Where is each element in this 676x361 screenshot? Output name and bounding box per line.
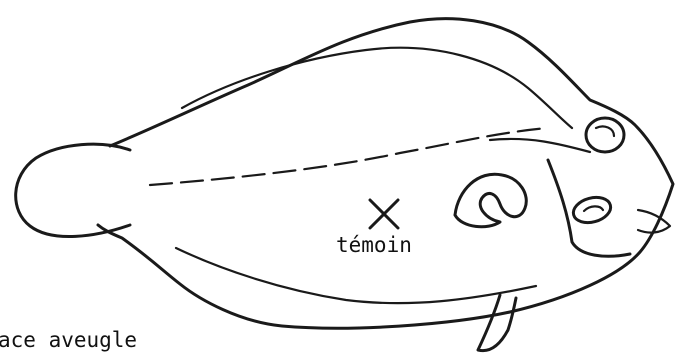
side-label: ace aveugle xyxy=(0,330,137,351)
upper-eye xyxy=(586,118,624,152)
lateral-line xyxy=(150,128,548,185)
fish-body-outline xyxy=(98,19,673,329)
tail-fin xyxy=(16,144,130,236)
head-dorsal-line xyxy=(490,139,590,152)
pectoral-fin xyxy=(455,174,526,227)
marker-label: témoin xyxy=(336,235,412,256)
lower-eye-pupil xyxy=(584,206,603,211)
pelvic-fin xyxy=(478,295,516,351)
marker-cross xyxy=(370,200,398,228)
lower-eye xyxy=(571,193,614,226)
upper-eye-inner xyxy=(596,126,614,136)
